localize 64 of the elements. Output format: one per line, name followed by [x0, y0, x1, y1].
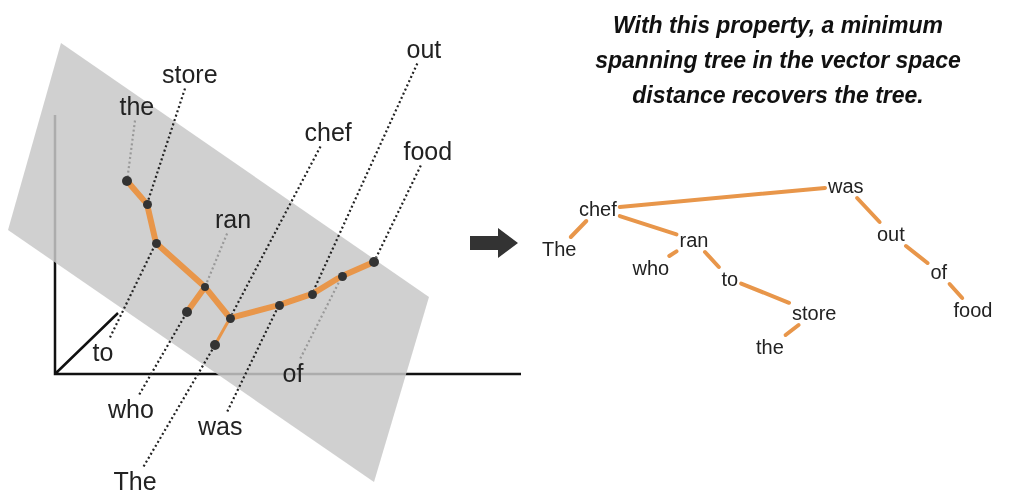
data-point [210, 340, 220, 350]
tree-edge [667, 249, 679, 258]
tree-edge [215, 320, 230, 343]
leader-line [142, 348, 214, 468]
word-label: chef [576, 197, 620, 221]
data-point [369, 257, 379, 267]
data-point [337, 271, 347, 281]
word-label: ran [212, 204, 255, 234]
word-label: who [105, 394, 157, 424]
leader-line [138, 315, 186, 396]
tree-edge [739, 281, 791, 305]
tree-edge [904, 244, 930, 265]
word-label: to [89, 337, 117, 367]
data-point [151, 238, 161, 248]
data-point [307, 289, 317, 299]
tree-edge [156, 243, 205, 288]
tree-edge [617, 214, 679, 237]
word-label: store [789, 301, 840, 325]
heading: With this property, a minimum spanning tree in the vector space distance recovers the tree. [594, 11, 962, 110]
leader-line [226, 308, 278, 412]
leader-line [147, 88, 187, 201]
tree-edge [231, 303, 278, 320]
word-label: store [159, 59, 221, 89]
word-label: to [718, 267, 742, 291]
word-label: out [403, 34, 445, 64]
leader-line [126, 120, 137, 177]
tree-edge [617, 185, 827, 209]
word-label: was [195, 411, 246, 441]
tree-edge [947, 282, 965, 300]
word-label: the [753, 335, 787, 359]
tree-edge [312, 275, 342, 295]
tree-edge [186, 287, 206, 311]
data-point [122, 176, 132, 186]
data-point [142, 199, 152, 209]
leader-line [299, 279, 341, 359]
leader-line [312, 63, 419, 291]
tree-edge [783, 323, 801, 337]
word-label: ran [676, 228, 712, 252]
leader-line [375, 165, 422, 258]
word-label: The [110, 466, 160, 492]
word-label: who [629, 256, 673, 280]
tree-edge [568, 219, 589, 239]
leader-line [109, 246, 155, 338]
tree-edge [127, 181, 147, 204]
data-point [201, 283, 209, 291]
word-label: the [116, 91, 158, 121]
tree-edge [280, 292, 311, 307]
word-label: chef [301, 117, 355, 147]
word-label: The [539, 237, 580, 261]
tree-edge [343, 261, 373, 278]
leader-line [205, 233, 229, 284]
tree-edge [703, 250, 721, 269]
word-label: food [400, 136, 456, 166]
data-point [182, 307, 192, 317]
leader-line [231, 146, 322, 315]
tree-edge [855, 196, 882, 224]
word-label: food [950, 298, 996, 322]
word-label: was [825, 174, 867, 198]
data-point [225, 313, 235, 323]
data-point [274, 300, 284, 310]
word-label: out [874, 222, 908, 246]
word-label: of [927, 260, 951, 284]
tree-edge [204, 287, 231, 318]
word-label: of [279, 358, 307, 388]
